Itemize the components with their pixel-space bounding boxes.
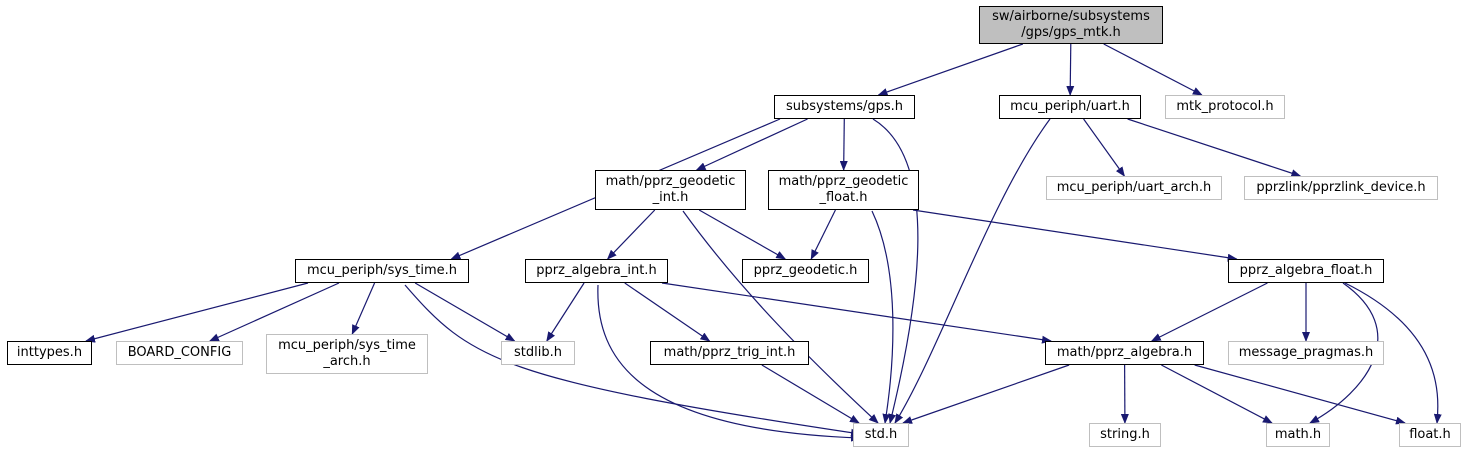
edge-gps-mtk-to-mtk-protocol (1103, 43, 1203, 96)
edge-geodetic-float-to-std-h (871, 210, 894, 424)
node-math-pprz-algebra-h[interactable]: math/pprz_algebra.h (1045, 341, 1204, 365)
node-label: string.h (1100, 427, 1150, 442)
node-label: stdlib.h (514, 345, 562, 360)
node-math-pprz-trig-int-h[interactable]: math/pprz_trig_int.h (650, 341, 809, 365)
node-mcu-periph-uart-arch-h[interactable]: mcu_periph/uart_arch.h (1046, 176, 1222, 200)
node-float-h[interactable]: float.h (1399, 423, 1461, 447)
node-label: pprzlink/pprzlink_device.h (1256, 180, 1426, 195)
node-label-line-1: math/pprz_geodetic (605, 174, 736, 189)
edge-gps-h-to-geodetic-int (695, 118, 808, 171)
node-pprz-algebra-int-h[interactable]: pprz_algebra_int.h (525, 259, 668, 283)
node-label: mcu_periph/uart.h (1010, 99, 1130, 114)
edge-uart-h-to-std-h (894, 118, 1051, 424)
node-std-h[interactable]: std.h (853, 423, 909, 447)
edge-sys-time-to-std-h (404, 284, 861, 437)
node-label: mcu_periph/uart_arch.h (1056, 180, 1212, 195)
node-pprzlink-device-h[interactable]: pprzlink/pprzlink_device.h (1244, 176, 1438, 200)
node-label-line-2: _float.h (819, 190, 868, 205)
edge-trig-int-to-std-h (761, 364, 860, 424)
edge-sys-time-to-board-config (208, 282, 340, 342)
node-label: pprz_algebra_int.h (536, 263, 657, 278)
node-math-pprz-geodetic-int-h[interactable]: math/pprz_geodetic _int.h (595, 170, 746, 210)
edge-gps-h-to-geodetic-float (839, 118, 848, 171)
edge-pprz-algebra-to-math-h (1161, 364, 1273, 424)
edge-gps-mtk-to-gps-h (877, 43, 1024, 96)
node-math-pprz-geodetic-float-h[interactable]: math/pprz_geodetic _float.h (768, 170, 919, 210)
node-label: inttypes.h (16, 345, 83, 360)
node-label-line-2: _int.h (652, 190, 689, 205)
edge-uart-h-to-uart-arch (1083, 118, 1125, 177)
edge-algebra-float-to-float-h (1344, 282, 1442, 424)
node-label: BOARD_CONFIG (127, 345, 232, 360)
node-stdlib-h[interactable]: stdlib.h (501, 341, 575, 365)
node-label: pprz_algebra_float.h (1239, 263, 1373, 278)
node-subsystems-gps-h[interactable]: subsystems/gps.h (774, 95, 915, 119)
edge-algebra-int-to-trig-int (624, 282, 711, 342)
node-label: float.h (1409, 427, 1451, 442)
node-label: std.h (864, 427, 898, 442)
edge-sys-time-to-stdlib (414, 282, 516, 342)
edge-geodetic-float-to-algebra-float (912, 209, 1238, 262)
node-string-h[interactable]: string.h (1089, 423, 1161, 447)
node-mcu-periph-sys-time-h[interactable]: mcu_periph/sys_time.h (295, 259, 469, 283)
node-label: message_pragmas.h (1238, 345, 1374, 360)
node-message-pragmas-h[interactable]: message_pragmas.h (1228, 341, 1384, 365)
node-pprz-algebra-float-h[interactable]: pprz_algebra_float.h (1228, 259, 1384, 283)
node-label: math.h (1274, 427, 1322, 442)
node-label: subsystems/gps.h (785, 99, 904, 114)
node-label-line-1: math/pprz_geodetic (778, 174, 909, 189)
node-label: pprz_geodetic.h (753, 263, 858, 278)
edge-pprz-algebra-to-float-h (1194, 364, 1406, 425)
node-inttypes-h[interactable]: inttypes.h (7, 341, 92, 365)
node-label: mtk_protocol.h (1176, 99, 1274, 114)
edge-gps-h-to-std-h (872, 118, 919, 424)
edge-sys-time-to-inttypes (85, 282, 309, 343)
edge-algebra-int-to-std-h (597, 284, 861, 442)
node-label: math/pprz_trig_int.h (663, 345, 796, 360)
node-mcu-periph-uart-h[interactable]: mcu_periph/uart.h (999, 95, 1141, 119)
edge-sys-time-to-sys-time-arch (351, 282, 376, 335)
node-pprz-geodetic-h[interactable]: pprz_geodetic.h (742, 259, 869, 283)
node-math-h[interactable]: math.h (1266, 423, 1330, 447)
node-mcu-periph-sys-time-arch-h[interactable]: mcu_periph/sys_time _arch.h (266, 334, 428, 374)
node-label: math/pprz_algebra.h (1056, 345, 1193, 360)
edge-algebra-int-to-pprz-algebra (661, 282, 1052, 344)
node-label-line-1: mcu_periph/sys_time (278, 338, 416, 353)
edge-geodetic-int-to-pprz-geodetic (698, 209, 787, 260)
edge-geodetic-int-to-algebra-int (606, 209, 656, 260)
node-label-line-1: sw/airborne/subsystems (992, 9, 1150, 24)
edge-geodetic-float-to-pprz-geodetic (810, 209, 836, 260)
edge-pprz-algebra-to-std-h (902, 364, 1070, 424)
node-board-config[interactable]: BOARD_CONFIG (116, 341, 243, 365)
node-gps-mtk-h[interactable]: sw/airborne/subsystems /gps/gps_mtk.h (979, 6, 1163, 44)
node-label-line-2: _arch.h (323, 354, 371, 369)
node-label: mcu_periph/sys_time.h (306, 263, 458, 278)
edge-gps-mtk-to-uart-h (1066, 43, 1075, 96)
edge-uart-h-to-pprzlink-device (1127, 118, 1302, 177)
edge-algebra-float-to-pprz-algebra (1150, 282, 1268, 342)
edge-algebra-int-to-stdlib (546, 282, 585, 342)
edge-geodetic-int-to-std-h (682, 210, 879, 424)
node-mtk-protocol-h[interactable]: mtk_protocol.h (1165, 95, 1285, 119)
node-label-line-2: /gps/gps_mtk.h (1021, 25, 1121, 40)
